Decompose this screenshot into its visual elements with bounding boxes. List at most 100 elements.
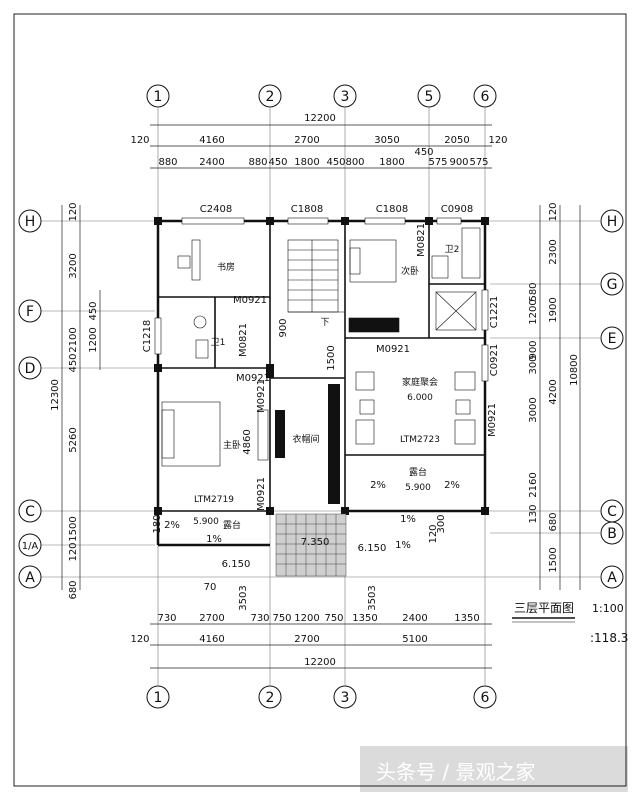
dim-bottom-row2: 5100 bbox=[402, 634, 427, 645]
room-terrace-left-label: 露台 bbox=[223, 519, 241, 531]
family-hall-furniture bbox=[355, 371, 476, 445]
dim-left-seg: 680 bbox=[68, 580, 79, 599]
watermark-band bbox=[360, 746, 628, 792]
dim-top-row2: 120 bbox=[488, 135, 507, 146]
axis-bubble-2-top bbox=[258, 84, 282, 108]
axis-label-right: G bbox=[607, 277, 618, 293]
dim-top-extra: 450 bbox=[414, 147, 433, 158]
room-bedroom2-label: 次卧 bbox=[401, 265, 419, 277]
wc2-fixtures bbox=[431, 227, 481, 331]
slope-label: 1% bbox=[395, 540, 411, 551]
dim-right-seg: 2300 bbox=[548, 239, 559, 264]
watermark-text: 头条号 / 景观之家 bbox=[376, 760, 535, 784]
stair-down-label: 下 bbox=[320, 318, 329, 328]
left-dimension-lines bbox=[61, 205, 101, 590]
dim-bottom-row2: 120 bbox=[130, 634, 149, 645]
door-tag: M0921 bbox=[233, 295, 267, 306]
bedroom2-furniture bbox=[348, 239, 400, 333]
slope-label: 2% bbox=[444, 480, 460, 491]
dim-top-row3: 575 bbox=[428, 157, 447, 168]
window-tag: C2408 bbox=[200, 204, 232, 215]
door-tag: M0821 bbox=[238, 323, 249, 357]
dim-top-row3: 880 bbox=[158, 157, 177, 168]
level-lower: 6.150 bbox=[358, 543, 387, 554]
dim-right-total: 10800 bbox=[569, 354, 580, 386]
level-family-hall: 6.000 bbox=[407, 393, 433, 403]
dim-right-seg: 2160 bbox=[528, 472, 539, 497]
axis-label-left: C bbox=[25, 504, 35, 520]
axis-label-right: E bbox=[608, 331, 617, 347]
misc-dim: 3503 bbox=[238, 585, 249, 610]
room-master-label: 主卧 bbox=[223, 439, 241, 451]
dim-right-seg: 120 bbox=[548, 202, 559, 221]
axis-label-left: 1/A bbox=[22, 541, 39, 552]
axis-label-top: 3 bbox=[341, 89, 350, 105]
dim-top-row2: 4160 bbox=[199, 135, 224, 146]
dim-left-seg: 120 bbox=[68, 542, 79, 561]
closet-rails bbox=[275, 384, 340, 504]
window-tag: C0921 bbox=[489, 344, 500, 376]
door-tag: M0921 bbox=[256, 379, 267, 413]
axis-label-bottom: 3 bbox=[341, 690, 350, 706]
axis-label-right: B bbox=[607, 526, 617, 542]
axis-label-bottom: 6 bbox=[481, 690, 490, 706]
axis-label-right: C bbox=[607, 504, 617, 520]
structural-columns bbox=[154, 217, 489, 515]
dim-left-seg: 2100 bbox=[68, 327, 79, 352]
axis-label-left: H bbox=[25, 214, 36, 230]
bottom-dimension-lines bbox=[150, 623, 492, 669]
room-study-label: 书房 bbox=[217, 261, 235, 273]
dim-top-row3: 575 bbox=[469, 157, 488, 168]
dim-top-row2: 2050 bbox=[444, 135, 469, 146]
dim-top-row3: 800 bbox=[345, 157, 364, 168]
axis-label-right: A bbox=[607, 570, 617, 586]
dim-right-seg: 300 bbox=[528, 355, 539, 374]
axis-grid bbox=[40, 108, 600, 685]
level-terrace: 5.900 bbox=[405, 483, 431, 493]
axis-bubble-1-top bbox=[146, 84, 170, 108]
dim-bottom-row1: 750 bbox=[324, 613, 343, 624]
misc-dim: 180 bbox=[152, 514, 163, 533]
misc-dim: 120 bbox=[428, 524, 439, 543]
bottom-axis-bubbles: 1 2 3 6 bbox=[146, 685, 497, 709]
window-tag: C1808 bbox=[291, 204, 323, 215]
dim-bottom-row1: 1350 bbox=[352, 613, 377, 624]
dim-top-row3: 900 bbox=[449, 157, 468, 168]
room-family-hall-label: 家庭聚会 bbox=[402, 376, 438, 388]
dim-bottom-row1: 2400 bbox=[402, 613, 427, 624]
axis-label-bottom: 1 bbox=[154, 690, 163, 706]
axis-bubble-3-top bbox=[333, 84, 357, 108]
dim-left-seg: 5260 bbox=[68, 427, 79, 452]
drawing-scale: 1:100 bbox=[592, 602, 624, 615]
dim-right-seg: 1200 bbox=[528, 299, 539, 324]
windows bbox=[154, 217, 489, 382]
dim-bottom-row1: 1200 bbox=[294, 613, 319, 624]
dim-master-side: 4860 bbox=[242, 429, 253, 454]
dim-bottom-row1: 750 bbox=[272, 613, 291, 624]
dim-left-seg: 450 bbox=[68, 353, 79, 372]
slope-label: 1% bbox=[400, 514, 416, 525]
axis-bubble-6-top bbox=[473, 84, 497, 108]
dim-bottom-total: 12200 bbox=[304, 657, 336, 668]
interior-walls bbox=[158, 221, 485, 512]
axis-label-right: H bbox=[607, 214, 618, 230]
door-tag: M0821 bbox=[416, 223, 427, 257]
staircase bbox=[287, 239, 345, 313]
misc-dim: 900 bbox=[278, 318, 289, 337]
dim-right-seg: 3000 bbox=[528, 397, 539, 422]
axis-label-left: F bbox=[26, 304, 34, 320]
dim-right-seg: 580 bbox=[528, 282, 539, 301]
dim-top-row2: 120 bbox=[130, 135, 149, 146]
elevation-note: :118.3 bbox=[590, 631, 628, 645]
slope-label: 1% bbox=[206, 534, 222, 545]
level-terrace-left: 5.900 bbox=[193, 517, 219, 527]
dim-bottom-row1: 1350 bbox=[454, 613, 479, 624]
dim-right-seg: 1900 bbox=[548, 297, 559, 322]
axis-label-left: A bbox=[25, 570, 35, 586]
dim-bottom-row1: 730 bbox=[250, 613, 269, 624]
dim-bottom-row2: 2700 bbox=[294, 634, 319, 645]
dim-top-row3: 1800 bbox=[294, 157, 319, 168]
door-tag: M0921 bbox=[487, 403, 498, 437]
dim-left-seg: 1200 bbox=[88, 327, 99, 352]
window-tag: C1808 bbox=[376, 204, 408, 215]
